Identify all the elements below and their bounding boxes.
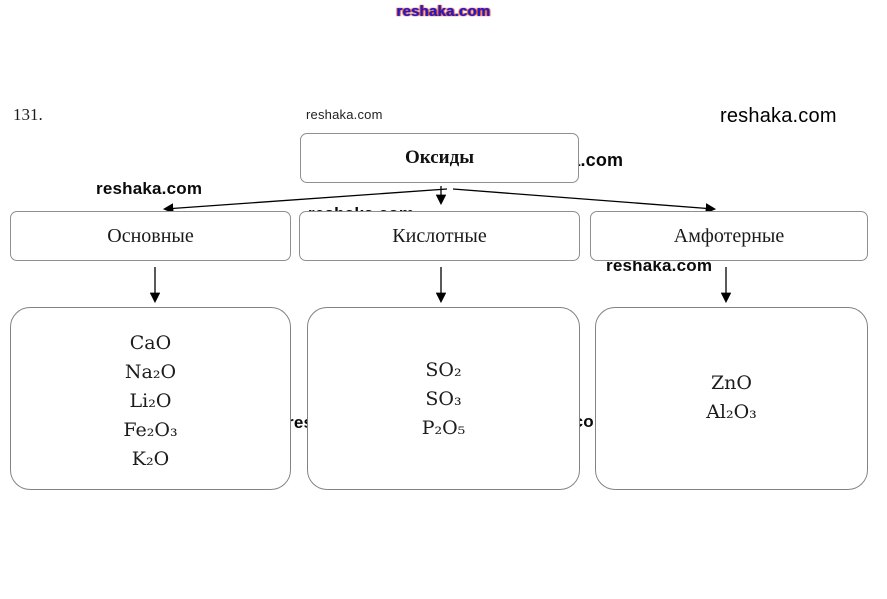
formula: SO₂	[425, 359, 462, 381]
category-box-acidic: Кислотные	[299, 211, 580, 261]
formula: Li₂O	[129, 390, 172, 412]
formula: Al₂O₃	[706, 401, 757, 423]
root-box-oxides: Оксиды	[300, 133, 579, 183]
category-label-acidic: Кислотные	[392, 224, 487, 247]
formula: P₂O₅	[421, 417, 466, 439]
category-label-amphoteric: Амфотерные	[673, 224, 785, 247]
examples-box-acidic: SO₂ SO₃ P₂O₅	[307, 307, 580, 490]
category-box-amphoteric: Амфотерные	[590, 211, 868, 261]
formula: Fe₂O₃	[123, 419, 178, 441]
category-box-basic: Основные	[10, 211, 291, 261]
formula: CaO	[129, 332, 172, 354]
watermark: reshaka.com	[306, 107, 383, 122]
watermark: reshaka.com	[396, 3, 491, 20]
figure-number: 131.	[13, 105, 43, 124]
formula: ZnO	[710, 372, 752, 394]
watermark: reshaka.com	[720, 105, 837, 127]
root-label: Оксиды	[404, 147, 475, 168]
examples-box-amphoteric: ZnO Al₂O₃	[595, 307, 868, 490]
arrow-root-to-amphoteric-icon	[452, 188, 717, 214]
category-label-basic: Основные	[107, 224, 194, 247]
examples-box-basic: CaO Na₂O Li₂O Fe₂O₃ K₂O	[10, 307, 291, 490]
formula: SO₃	[425, 388, 462, 410]
formula: K₂O	[131, 448, 170, 470]
watermark: reshaka.com	[96, 179, 203, 198]
formula: Na₂O	[124, 361, 177, 383]
